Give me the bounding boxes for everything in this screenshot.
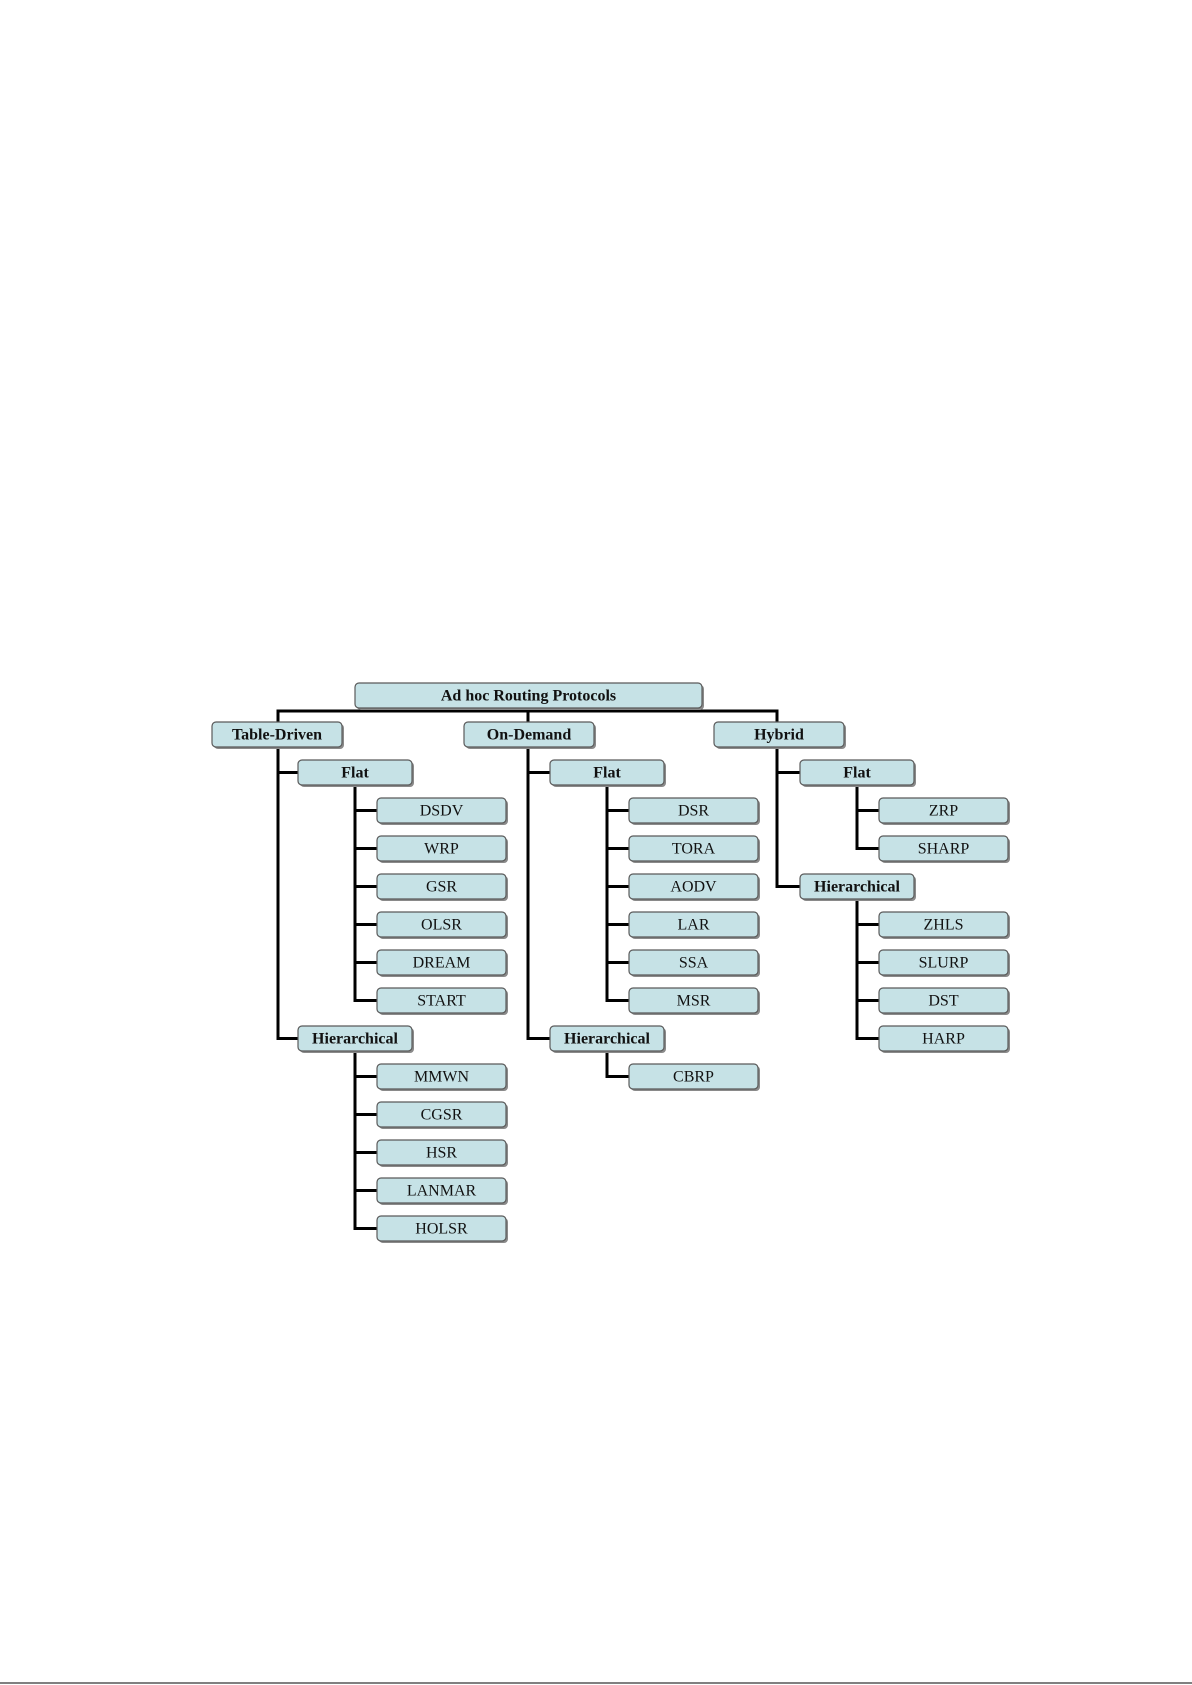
protocol-cgsr: CGSR — [377, 1102, 508, 1129]
protocol-ssa-label: SSA — [679, 955, 709, 972]
protocol-olsr: OLSR — [377, 912, 508, 939]
protocol-olsr-label: OLSR — [421, 917, 462, 934]
protocol-msr: MSR — [629, 988, 760, 1015]
protocol-hsr: HSR — [377, 1140, 508, 1167]
protocol-aodv: AODV — [629, 874, 760, 901]
protocol-dst-label: DST — [928, 993, 958, 1010]
protocol-lanmar-label: LANMAR — [407, 1183, 477, 1200]
protocol-gsr-label: GSR — [426, 879, 457, 896]
group-on-demand-hierarchical: Hierarchical — [550, 1026, 666, 1053]
group-table-driven-flat-label: Flat — [341, 765, 369, 782]
category-table-driven-label: Table-Driven — [232, 727, 322, 744]
protocol-start-label: START — [417, 993, 466, 1010]
group-table-driven-hierarchical: Hierarchical — [298, 1026, 414, 1053]
group-table-driven-flat: Flat — [298, 760, 414, 787]
protocol-zhls: ZHLS — [879, 912, 1010, 939]
group-on-demand-flat: Flat — [550, 760, 666, 787]
protocol-tora: TORA — [629, 836, 760, 863]
protocol-dsdv-label: DSDV — [420, 803, 464, 820]
protocol-dst: DST — [879, 988, 1010, 1015]
protocol-slurp-label: SLURP — [919, 955, 969, 972]
protocol-dsdv: DSDV — [377, 798, 508, 825]
group-on-demand-flat-label: Flat — [593, 765, 621, 782]
category-hybrid-label: Hybrid — [754, 727, 804, 744]
protocol-aodv-label: AODV — [670, 879, 717, 896]
category-hybrid: Hybrid — [714, 722, 846, 749]
root-node: Ad hoc Routing Protocols — [355, 683, 704, 710]
protocol-cgsr-label: CGSR — [421, 1107, 463, 1124]
protocol-zrp-label: ZRP — [929, 803, 958, 820]
group-hybrid-hierarchical: Hierarchical — [800, 874, 916, 901]
protocol-sharp: SHARP — [879, 836, 1010, 863]
protocol-tora-label: TORA — [672, 841, 716, 858]
protocol-cbrp: CBRP — [629, 1064, 760, 1091]
protocol-holsr: HOLSR — [377, 1216, 508, 1243]
protocol-hsr-label: HSR — [426, 1145, 457, 1162]
protocol-lanmar: LANMAR — [377, 1178, 508, 1205]
protocol-dsr: DSR — [629, 798, 760, 825]
protocol-zrp: ZRP — [879, 798, 1010, 825]
root-node-label: Ad hoc Routing Protocols — [441, 688, 616, 705]
protocol-harp-label: HARP — [922, 1031, 965, 1048]
protocol-lar: LAR — [629, 912, 760, 939]
group-hybrid-flat-label: Flat — [843, 765, 871, 782]
group-hybrid-flat: Flat — [800, 760, 916, 787]
protocol-wrp: WRP — [377, 836, 508, 863]
protocol-harp: HARP — [879, 1026, 1010, 1053]
protocol-msr-label: MSR — [677, 993, 711, 1010]
protocol-start: START — [377, 988, 508, 1015]
protocol-slurp: SLURP — [879, 950, 1010, 977]
protocol-sharp-label: SHARP — [918, 841, 970, 858]
category-on-demand: On-Demand — [464, 722, 596, 749]
group-table-driven-hierarchical-label: Hierarchical — [312, 1031, 398, 1048]
protocol-mmwn: MMWN — [377, 1064, 508, 1091]
group-hybrid-hierarchical-label: Hierarchical — [814, 879, 900, 896]
protocol-dream-label: DREAM — [413, 955, 471, 972]
protocol-lar-label: LAR — [678, 917, 710, 934]
protocol-ssa: SSA — [629, 950, 760, 977]
protocol-dream: DREAM — [377, 950, 508, 977]
protocol-mmwn-label: MMWN — [414, 1069, 470, 1086]
protocol-holsr-label: HOLSR — [415, 1221, 468, 1238]
protocol-wrp-label: WRP — [424, 841, 459, 858]
protocol-zhls-label: ZHLS — [924, 917, 964, 934]
group-on-demand-hierarchical-label: Hierarchical — [564, 1031, 650, 1048]
category-on-demand-label: On-Demand — [487, 727, 572, 744]
protocol-gsr: GSR — [377, 874, 508, 901]
protocol-cbrp-label: CBRP — [673, 1069, 714, 1086]
category-table-driven: Table-Driven — [212, 722, 344, 749]
protocol-dsr-label: DSR — [678, 803, 709, 820]
